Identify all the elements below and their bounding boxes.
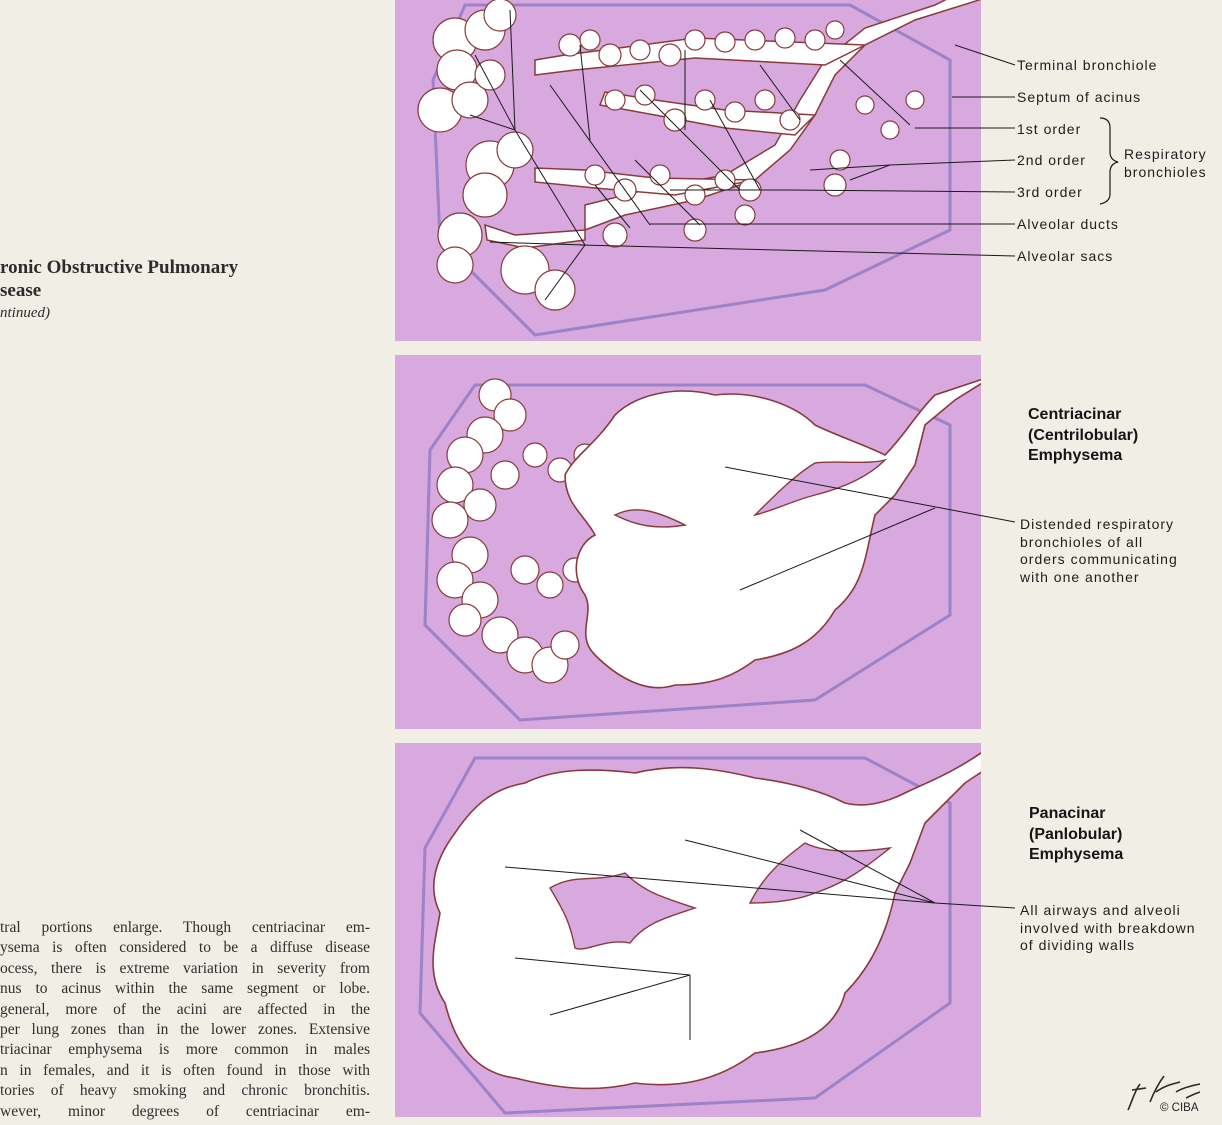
- panacinar-heading-line-1: Panacinar: [1029, 805, 1106, 822]
- chapter-title-line-2: sease: [0, 279, 42, 301]
- label-2nd-order: 2nd order: [1017, 152, 1086, 168]
- centriacinar-svg: [423, 378, 981, 722]
- label-terminal-bronchiole: Terminal bronchiole: [1017, 57, 1158, 73]
- respiratory-bronchioles-brace: [1099, 117, 1119, 205]
- centriacinar-note-line-1: Distended respiratory: [1020, 516, 1175, 532]
- distended-airspace: [564, 378, 981, 689]
- chapter-title-continued: ntinued): [0, 305, 50, 321]
- body-text: tral portions enlarge. Though centriacin…: [0, 918, 370, 1122]
- label-respiratory-bronchioles: Respiratory bronchioles: [1124, 146, 1207, 181]
- chapter-title: ronic Obstructive Pulmonary sease ntinue…: [0, 257, 238, 325]
- acinus-septum: [418, 756, 952, 1115]
- centriacinar-heading: Centriacinar (Centrilobular) Emphysema: [1028, 405, 1138, 467]
- cavity: [613, 509, 688, 528]
- label-3rd-order: 3rd order: [1017, 184, 1083, 200]
- panacinar-note-line-1: All airways and alveoli: [1020, 902, 1181, 918]
- centriacinar-heading-line-3: Emphysema: [1028, 447, 1123, 464]
- body-line: triacinar emphysema is more common in ma…: [0, 1041, 370, 1059]
- alveoli-clusters: [431, 378, 597, 684]
- centriacinar-heading-line-1: Centriacinar: [1028, 406, 1122, 423]
- panacinar-note-line-3: of dividing walls: [1020, 937, 1136, 953]
- body-line: nus to acinus within the same segment or…: [0, 980, 370, 998]
- label-alveolar-sacs: Alveolar sacs: [1017, 248, 1114, 264]
- panacinar-heading-line-2: (Panlobular): [1029, 825, 1123, 843]
- acinus-septum: [423, 383, 952, 722]
- body-line: ysema is often considered to be a diffus…: [0, 939, 370, 957]
- panacinar-note: All airways and alveoli involved with br…: [1020, 902, 1196, 955]
- copyright: © CIBA: [1160, 1102, 1199, 1114]
- body-line: tories of heavy smoking and chronic bron…: [0, 1082, 370, 1100]
- centriacinar-heading-line-2: (Centrilobular): [1028, 426, 1139, 444]
- normal-acinus-illustration: [395, 0, 981, 341]
- body-line: per lung zones than in the lower zones. …: [0, 1021, 370, 1039]
- label-respiratory-line-2: bronchioles: [1124, 163, 1207, 180]
- panacinar-heading-line-3: Emphysema: [1029, 846, 1124, 863]
- body-line: general, more of the acini are affected …: [0, 1000, 370, 1018]
- panacinar-svg: [418, 751, 981, 1115]
- panacinar-note-line-2: involved with breakdown: [1020, 919, 1196, 936]
- chapter-title-line-1: ronic Obstructive Pulmonary: [0, 257, 239, 278]
- panacinar-illustration: [395, 743, 981, 1117]
- body-line: n in females, and it is often found in t…: [0, 1061, 370, 1079]
- centriacinar-note-line-2: bronchioles of all: [1020, 533, 1144, 550]
- distended-airspace: [432, 751, 981, 1090]
- body-line: ocess, there is extreme variation in sev…: [0, 959, 370, 977]
- centriacinar-note-line-3: orders communicating: [1020, 551, 1178, 567]
- label-alveolar-ducts: Alveolar ducts: [1017, 216, 1119, 232]
- panacinar-heading: Panacinar (Panlobular) Emphysema: [1029, 804, 1123, 866]
- label-septum-of-acinus: Septum of acinus: [1017, 89, 1142, 105]
- body-line: tral portions enlarge. Though centriacin…: [0, 919, 370, 936]
- label-1st-order: 1st order: [1017, 121, 1082, 137]
- artist-signature: [1127, 1075, 1201, 1111]
- centriacinar-illustration: [395, 355, 981, 729]
- centriacinar-note-line-4: with one another: [1020, 568, 1140, 585]
- body-line: wever, minor degrees of centriacinar em-: [0, 1102, 370, 1120]
- label-respiratory-line-1: Respiratory: [1124, 146, 1207, 162]
- centriacinar-note: Distended respiratory bronchioles of all…: [1020, 516, 1178, 586]
- normal-acinus-svg: [417, 0, 981, 337]
